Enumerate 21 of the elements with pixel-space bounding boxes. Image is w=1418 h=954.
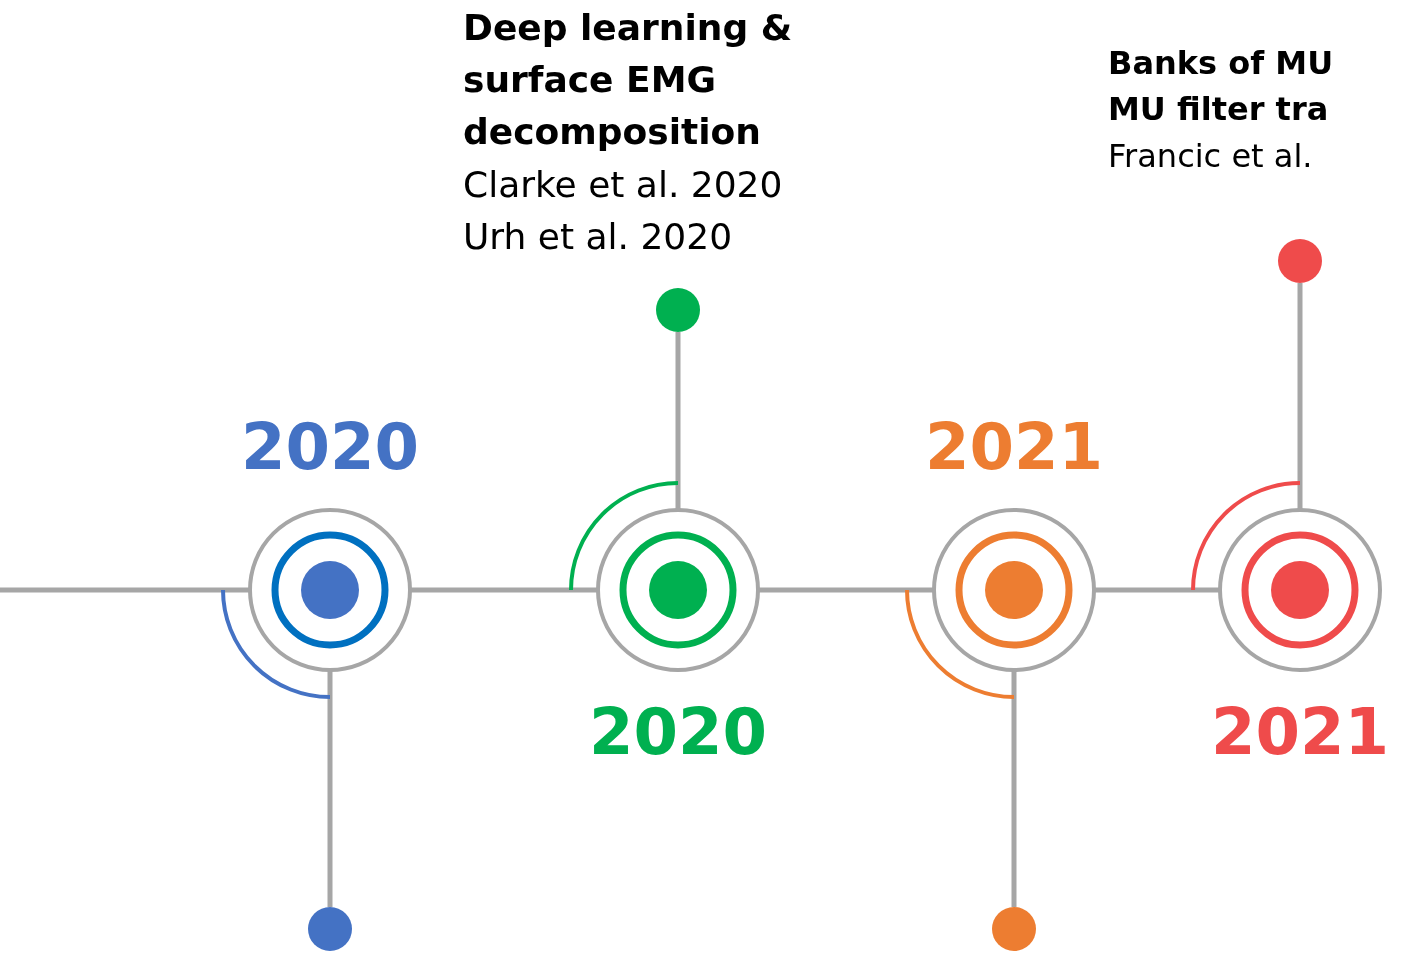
connector-line	[1094, 587, 1220, 593]
connector-line	[1297, 283, 1303, 510]
year-label: 2021	[1209, 700, 1391, 764]
connector-line	[1011, 670, 1017, 907]
connector-line	[758, 587, 934, 593]
connector-line	[327, 670, 333, 907]
pin-dot	[656, 288, 700, 332]
year-label: 2020	[587, 700, 769, 764]
year-label: 2021	[923, 415, 1105, 479]
citation-text: Francic et al.	[1108, 136, 1314, 177]
citation-text: Urh et al. 2020	[463, 215, 734, 259]
connector-line	[410, 587, 598, 593]
pin-dot	[1278, 239, 1322, 283]
year-label: 2020	[239, 415, 421, 479]
connector-line	[675, 332, 681, 510]
connector-line	[0, 587, 250, 593]
citation-text: Clarke et al. 2020	[463, 163, 784, 207]
milestone-heading: Banks of MU MU filter tra	[1108, 43, 1335, 131]
pin-dot	[308, 907, 352, 951]
milestone-heading: Deep learning & surface EMG decomposition	[463, 6, 794, 155]
pin-dot	[992, 907, 1036, 951]
